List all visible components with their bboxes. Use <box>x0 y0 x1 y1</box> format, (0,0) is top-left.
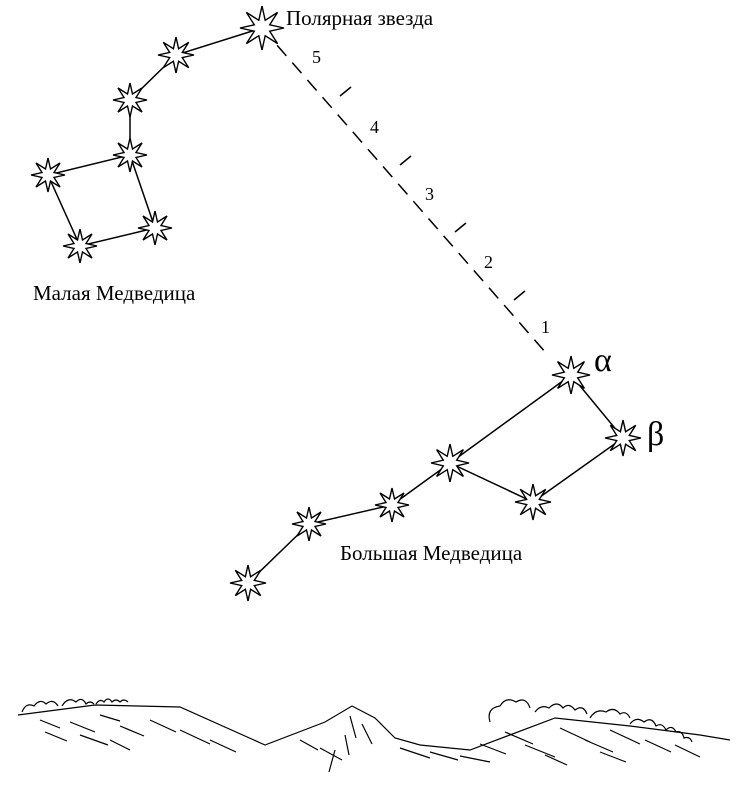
right-bushes <box>489 700 692 742</box>
distance-mark-1: 1 <box>541 318 550 336</box>
hill-hatching <box>40 715 700 772</box>
distance-tick <box>455 223 466 232</box>
distance-mark-5: 5 <box>312 48 321 66</box>
big-dipper-star-gamma-icon <box>515 484 551 520</box>
pointer-dashed-line <box>262 28 546 353</box>
little-dipper-star-7-icon <box>63 229 97 263</box>
little-dipper-star-4-icon <box>113 138 147 172</box>
big-dipper-handle-lines <box>248 463 450 583</box>
little-dipper-star-5-icon <box>31 158 65 192</box>
distance-tick <box>400 156 411 165</box>
little-dipper-star-3-icon <box>113 83 147 117</box>
alpha-star-icon <box>552 356 590 394</box>
big-dipper-star-delta-icon <box>431 444 469 482</box>
big-dipper-lines <box>450 375 623 502</box>
big-dipper-star-zeta-icon <box>292 507 326 541</box>
little-dipper-star-6-icon <box>138 211 172 245</box>
distance-mark-4: 4 <box>370 118 379 136</box>
distance-mark-2: 2 <box>484 253 493 271</box>
big-dipper-star-eta-icon <box>230 565 266 601</box>
polaris-label: Полярная звезда <box>286 8 433 29</box>
beta-star-icon <box>605 420 641 456</box>
horizon-landscape <box>18 699 730 772</box>
distance-mark-3: 3 <box>425 185 434 203</box>
little-dipper-label: Малая Медведица <box>33 283 195 304</box>
big-dipper-label: Большая Медведица <box>340 543 522 564</box>
alpha-label: α <box>594 344 612 378</box>
distance-tick <box>514 291 525 300</box>
distance-tick <box>340 87 351 96</box>
beta-label: β <box>647 418 664 452</box>
big-dipper-star-epsilon-icon <box>375 488 409 522</box>
polaris-star-icon <box>240 6 284 50</box>
little-dipper-star-2-icon <box>158 37 194 73</box>
